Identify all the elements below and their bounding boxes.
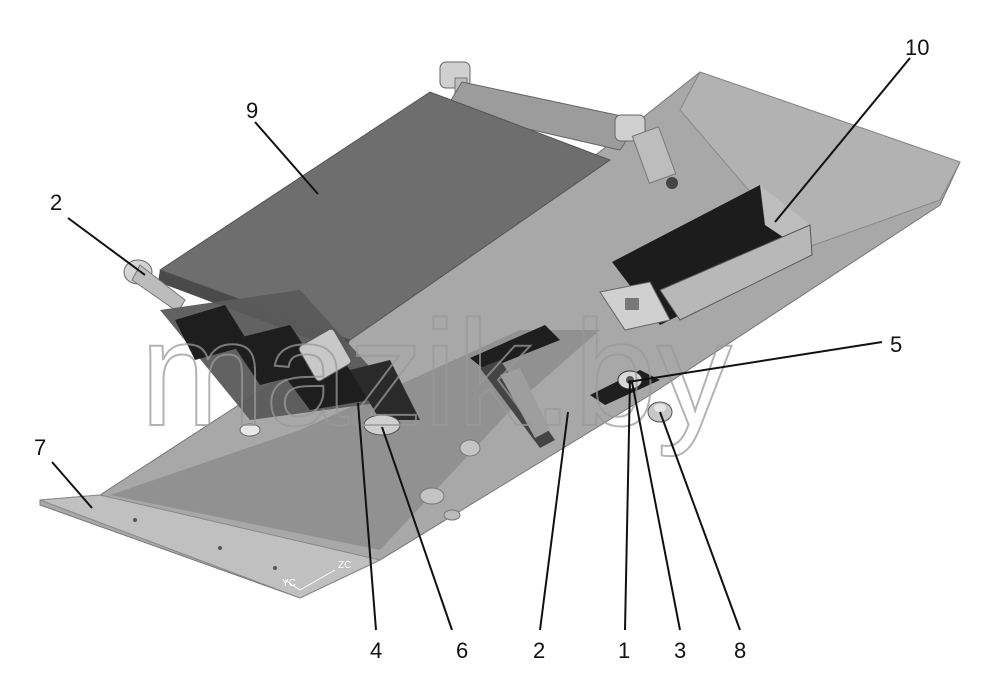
leader-7 <box>51 461 93 509</box>
callout-3: 3 <box>674 638 686 663</box>
callout-4: 4 <box>370 638 382 663</box>
leader-5 <box>627 341 883 383</box>
callout-7: 7 <box>34 435 46 460</box>
callout-5: 5 <box>890 332 902 357</box>
leader-6 <box>381 426 453 631</box>
edge-mark <box>218 546 222 550</box>
callout-6: 6 <box>456 638 468 663</box>
axis-label-zc: ZC <box>338 560 351 571</box>
callout-8: 8 <box>734 638 746 663</box>
edge-mark <box>133 518 137 522</box>
watermark: mazik.by <box>140 289 732 457</box>
washer-6 <box>363 414 401 436</box>
edge-mark <box>273 566 277 570</box>
middle-bracket <box>470 325 560 448</box>
leader-4 <box>357 402 377 631</box>
leader-1 <box>624 379 631 631</box>
callout-1: 1 <box>618 638 630 663</box>
callout-9: 9 <box>246 98 258 123</box>
leader-2-top <box>67 217 146 276</box>
plate-hole <box>443 509 461 521</box>
plate-hole <box>459 439 481 457</box>
leader-8 <box>659 411 741 631</box>
coordinate-axes: ZC YC <box>282 560 351 591</box>
callout-2-bottom: 2 <box>533 638 545 663</box>
block-10 <box>599 185 813 331</box>
plate-hole <box>239 423 261 437</box>
axis-label-yc: YC <box>282 578 296 589</box>
leader-10 <box>774 57 911 223</box>
plate-hole <box>419 487 445 505</box>
leader-2-bottom <box>539 411 569 631</box>
rear-screw-right <box>614 114 678 189</box>
left-bracket-assembly <box>160 290 420 420</box>
plate-front-edge <box>39 494 382 599</box>
callout-10: 10 <box>905 35 929 60</box>
plate-recess <box>110 330 600 550</box>
callout-2-top: 2 <box>50 190 62 215</box>
leader-3 <box>631 381 681 631</box>
leader-9 <box>254 121 319 195</box>
